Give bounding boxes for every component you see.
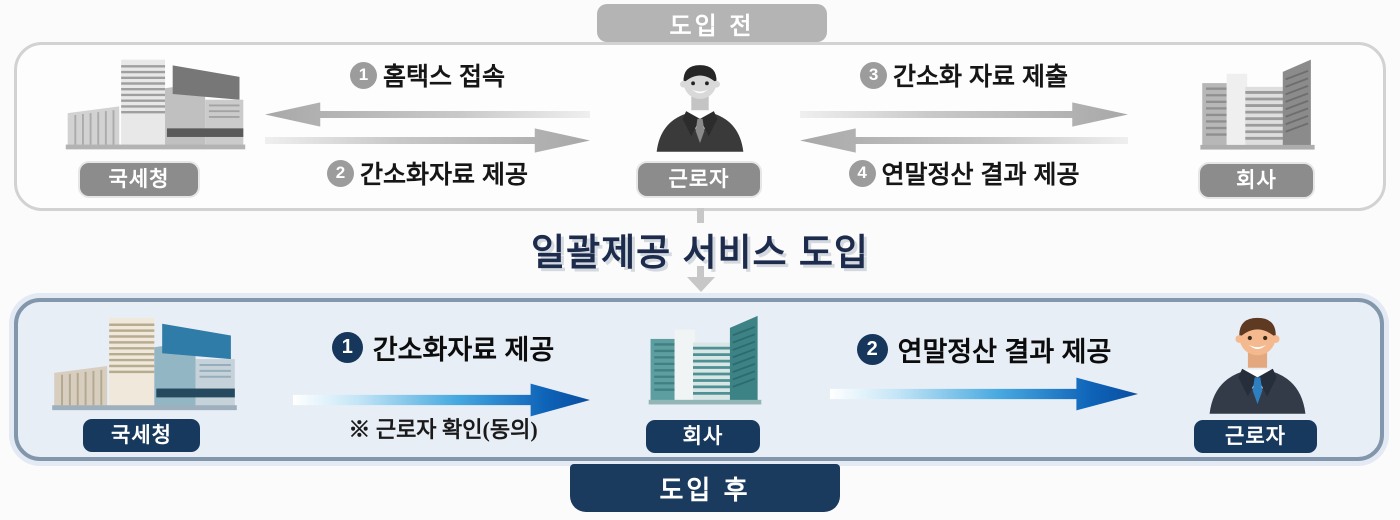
after-flow-1: 1 간소화자료 제공: [293, 328, 593, 367]
flow-3-label: 간소화 자료 제출: [893, 63, 1068, 91]
before-nts-label: 국세청: [80, 163, 198, 196]
flow-2-number: 2: [327, 159, 355, 187]
after-flow-1-number: 1: [331, 332, 363, 363]
before-flow-3: 3 간소화 자료 제출: [800, 57, 1128, 93]
before-flow-2: 2 간소화자료 제공: [265, 155, 590, 191]
flow-4-number: 4: [848, 159, 876, 187]
nts-building-gray-icon: [65, 59, 246, 150]
flow-1-label: 홈택스 접속: [383, 63, 505, 91]
flow-2-label: 간소화자료 제공: [360, 161, 528, 189]
after-nts-label: 국세청: [83, 419, 200, 452]
after-flow-2-number: 2: [856, 334, 888, 365]
flow-3-number: 3: [860, 61, 888, 89]
nts-building-color-icon: [52, 317, 237, 411]
company-building-gray-icon: [1200, 59, 1315, 150]
down-arrow-icon: [687, 277, 715, 292]
transition-title: 일괄제공 서비스 도입: [531, 232, 869, 273]
after-company-label: 회사: [646, 420, 760, 453]
before-flow-4: 4 연말정산 결과 제공: [800, 155, 1128, 191]
after-flow-1-label: 간소화자료 제공: [372, 335, 555, 365]
before-company-label: 회사: [1200, 164, 1313, 197]
after-flow-2-label: 연말정산 결과 제공: [897, 337, 1112, 367]
flow-4-label: 연말정산 결과 제공: [881, 161, 1080, 189]
transition-stem-bottom: [697, 266, 704, 278]
after-worker-label: 근로자: [1194, 420, 1317, 453]
transition-stem-top: [697, 208, 704, 223]
before-badge: 도입 전: [597, 4, 827, 42]
before-flow-1: 1 홈택스 접속: [265, 57, 590, 93]
flow-1-number: 1: [350, 61, 378, 89]
before-worker-label: 근로자: [638, 163, 760, 196]
after-flow-2: 2 연말정산 결과 제공: [830, 330, 1138, 369]
worker-color-icon: [1209, 317, 1306, 414]
after-badge: 도입 후: [570, 464, 840, 512]
after-flow-1-note: ※ 근로자 확인(동의): [348, 417, 538, 442]
company-building-color-icon: [648, 315, 762, 405]
worker-gray-icon: [656, 65, 744, 152]
